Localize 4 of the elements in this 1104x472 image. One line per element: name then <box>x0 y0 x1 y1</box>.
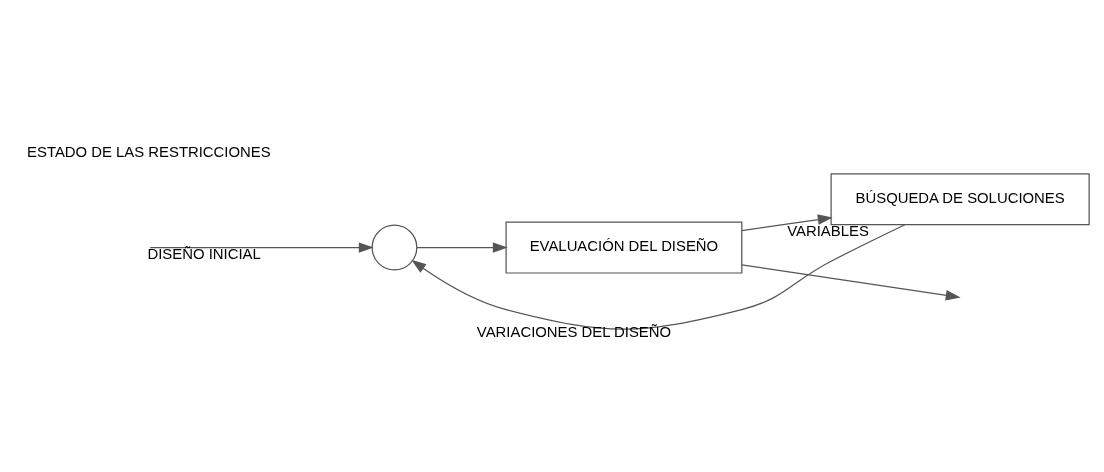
edge-label: DISEÑO INICIAL <box>147 246 261 263</box>
edge-label: VARIABLES <box>787 223 869 240</box>
edge-label: VARIACIONES DEL DISEÑO <box>476 323 672 340</box>
label: ESTADO DE LAS RESTRICCIONES <box>27 144 271 161</box>
